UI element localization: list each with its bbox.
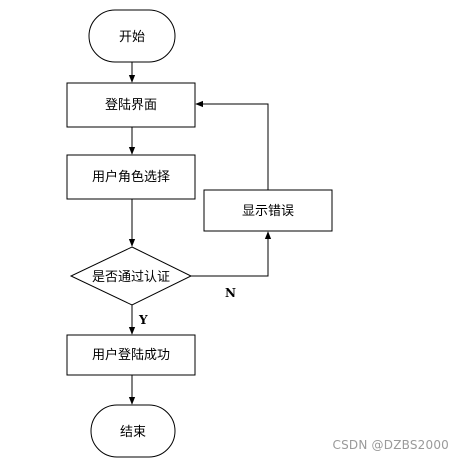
end-node: 结束 (90, 404, 176, 458)
auth-decision-node: 是否通过认证 (69, 246, 193, 306)
login-success-node: 用户登陆成功 (66, 334, 196, 376)
auth-decision-label: 是否通过认证 (92, 270, 170, 285)
show-error-node: 显示错误 (203, 189, 333, 232)
start-node-label: 开始 (119, 30, 145, 45)
start-node: 开始 (88, 9, 176, 63)
edge-error-to-login (195, 100, 269, 190)
login-success-label: 用户登陆成功 (92, 347, 170, 363)
watermark-text: CSDN @DZBS2000 (332, 438, 449, 452)
role-select-node: 用户角色选择 (66, 154, 196, 200)
end-node-label: 结束 (120, 425, 146, 440)
yes-branch-label: Y (138, 313, 148, 327)
show-error-label: 显示错误 (242, 204, 294, 219)
login-page-label: 登陆界面 (105, 97, 157, 113)
login-page-node: 登陆界面 (66, 82, 196, 128)
role-select-label: 用户角色选择 (92, 169, 170, 185)
no-branch-label: N (225, 286, 236, 300)
edge-decision-no (191, 231, 272, 277)
